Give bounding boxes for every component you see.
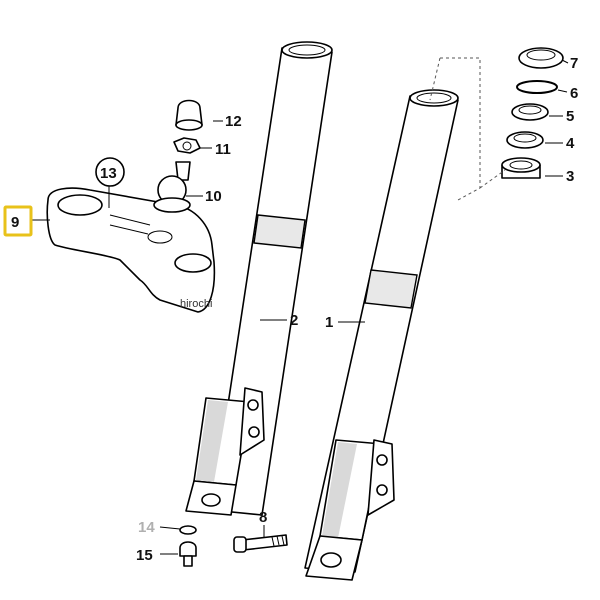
callout-12[interactable]: 12 [225,113,242,130]
callout-10[interactable]: 10 [205,188,222,205]
callout-15[interactable]: 15 [136,547,153,564]
highlight-box-9 [3,205,33,237]
callout-4[interactable]: 4 [566,135,575,152]
fork-tube-left [185,41,333,516]
axle-bolt [233,534,288,553]
callout-13[interactable]: 13 [100,165,117,182]
ball-joint-pin [153,161,191,213]
callout-7[interactable]: 7 [570,55,578,72]
triple-clamp [46,187,216,313]
callout-5[interactable]: 5 [566,108,574,125]
callout-3[interactable]: 3 [566,168,574,185]
bearing-ring [506,131,544,149]
bearing-cap [518,47,564,69]
callout-6[interactable]: 6 [570,85,578,102]
leader-lines [32,59,569,555]
seal-ring [511,103,549,121]
circlip [516,80,558,94]
callout-9[interactable]: 9 [11,214,19,231]
fork-tube-right [304,89,459,581]
callout-14[interactable]: 14 [138,519,155,536]
watermark: hirochi [180,298,212,310]
collar-nut [173,137,201,154]
callout-8[interactable]: 8 [259,509,267,526]
callout-2[interactable]: 2 [290,312,298,329]
callout-11[interactable]: 11 [215,141,231,158]
washer [179,525,197,535]
callout-13-circle [95,157,125,187]
cap-nut [175,99,203,131]
bearing-race [501,157,541,179]
assembly-bracket [429,57,506,201]
pinch-screw [179,541,197,567]
callout-1[interactable]: 1 [325,314,333,331]
